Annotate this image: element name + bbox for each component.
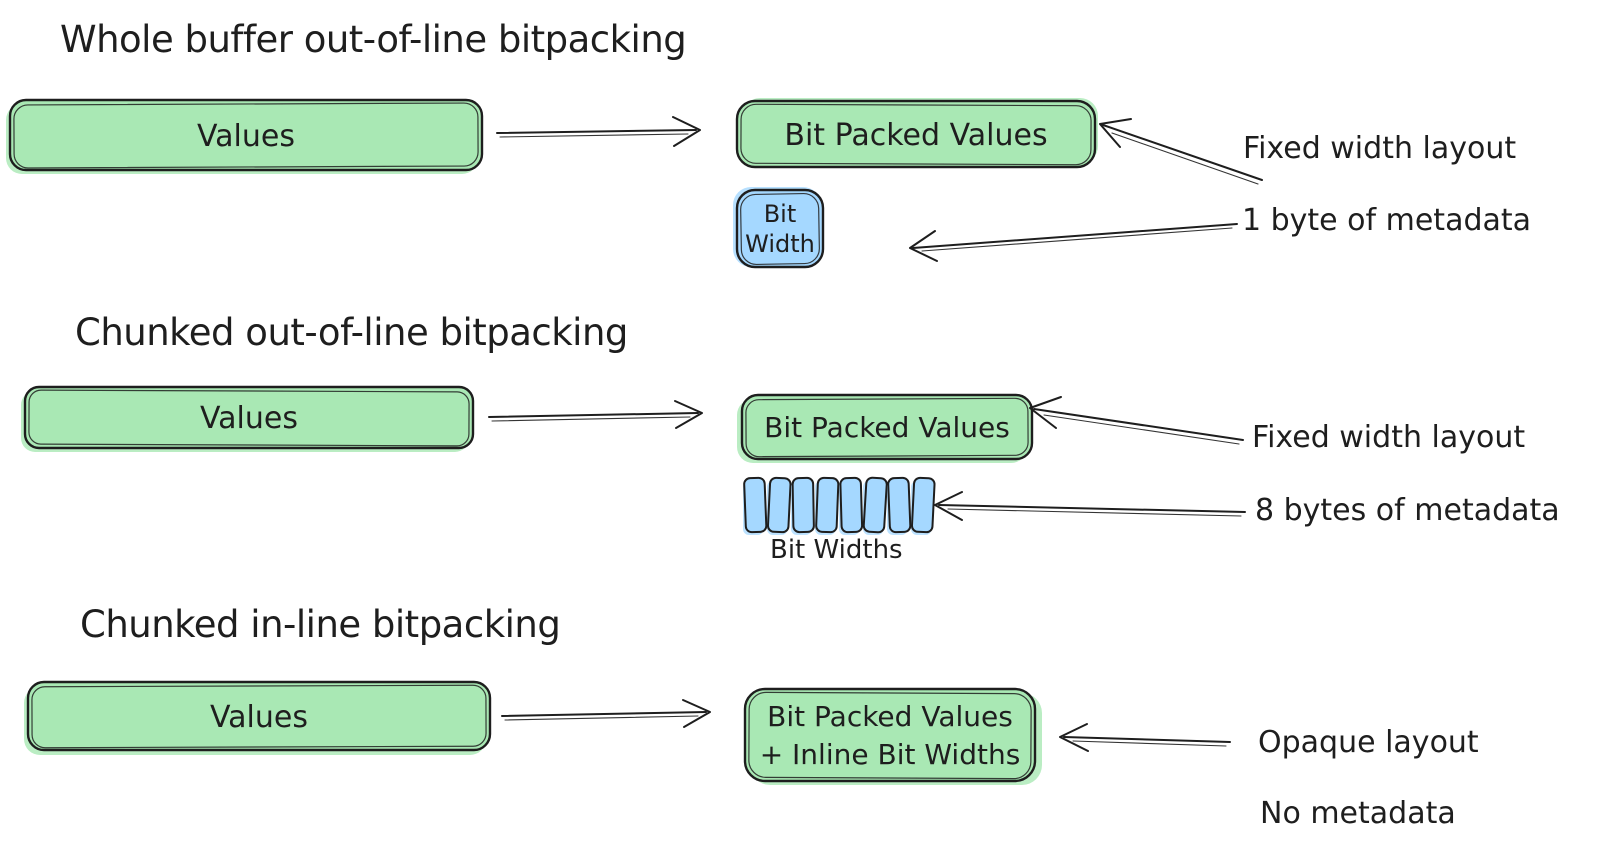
- section-2-title: Chunked out-of-line bitpacking: [75, 311, 628, 354]
- values-box-1: Values: [6, 98, 484, 174]
- bit-packed-values-box-2-label: Bit Packed Values: [764, 411, 1010, 444]
- section-1-title: Whole buffer out-of-line bitpacking: [60, 18, 686, 61]
- annot-arrow-1-byte: [909, 223, 1238, 262]
- bit-packed-inline-box: Bit Packed Values + Inline Bit Widths: [743, 687, 1042, 785]
- bit-width-chunk: [910, 476, 936, 534]
- annot-1-byte-of-metadata: 1 byte of metadata: [1242, 203, 1531, 238]
- section-3-title: Chunked in-line bitpacking: [80, 603, 560, 646]
- annot-fixed-width-layout-2: Fixed width layout: [1252, 420, 1525, 455]
- bit-width-chunk: [839, 476, 864, 534]
- annot-arrow-opaque: [1059, 723, 1231, 752]
- flow-arrow-2: [488, 400, 703, 429]
- annot-arrow-fixed-width-2: [1029, 396, 1244, 445]
- bit-width-chunk: [862, 476, 888, 534]
- bit-width-chunk: [766, 476, 792, 534]
- annot-arrow-fixed-width-1: [1099, 118, 1263, 185]
- values-box-1-label: Values: [197, 119, 295, 154]
- bit-width-chunks: [743, 476, 936, 535]
- bit-packed-values-box-1-label: Bit Packed Values: [784, 118, 1047, 153]
- bit-packed-inline-box-line-2: + Inline Bit Widths: [760, 738, 1021, 771]
- bit-width-box-line-2: Width: [745, 230, 815, 258]
- values-box-3: Values: [24, 680, 492, 755]
- bit-packed-inline-box-line-1: Bit Packed Values: [767, 700, 1013, 733]
- bit-width-chunk: [743, 476, 768, 534]
- annot-opaque-layout: Opaque layout: [1258, 725, 1479, 760]
- annot-fixed-width-layout-1: Fixed width layout: [1243, 131, 1516, 166]
- values-box-2-label: Values: [200, 401, 298, 436]
- values-box-2: Values: [21, 385, 475, 452]
- values-box-3-label: Values: [210, 700, 308, 735]
- bit-width-chunk: [815, 476, 840, 534]
- bit-packed-values-box-1: Bit Packed Values: [735, 98, 1098, 169]
- bit-packed-values-box-2: Bit Packed Values: [737, 393, 1034, 463]
- bit-width-chunk: [887, 476, 912, 534]
- bit-widths-label: Bit Widths: [770, 535, 903, 565]
- bit-width-chunk: [791, 476, 815, 534]
- annot-no-metadata: No metadata: [1260, 796, 1456, 831]
- bit-width-box: Bit Width: [733, 187, 825, 269]
- annot-arrow-8-bytes: [934, 491, 1246, 521]
- flow-arrow-3: [501, 699, 711, 728]
- flow-arrow-1: [496, 116, 701, 147]
- bit-width-box-line-1: Bit: [764, 200, 797, 228]
- annot-8-bytes-of-metadata: 8 bytes of metadata: [1255, 493, 1560, 528]
